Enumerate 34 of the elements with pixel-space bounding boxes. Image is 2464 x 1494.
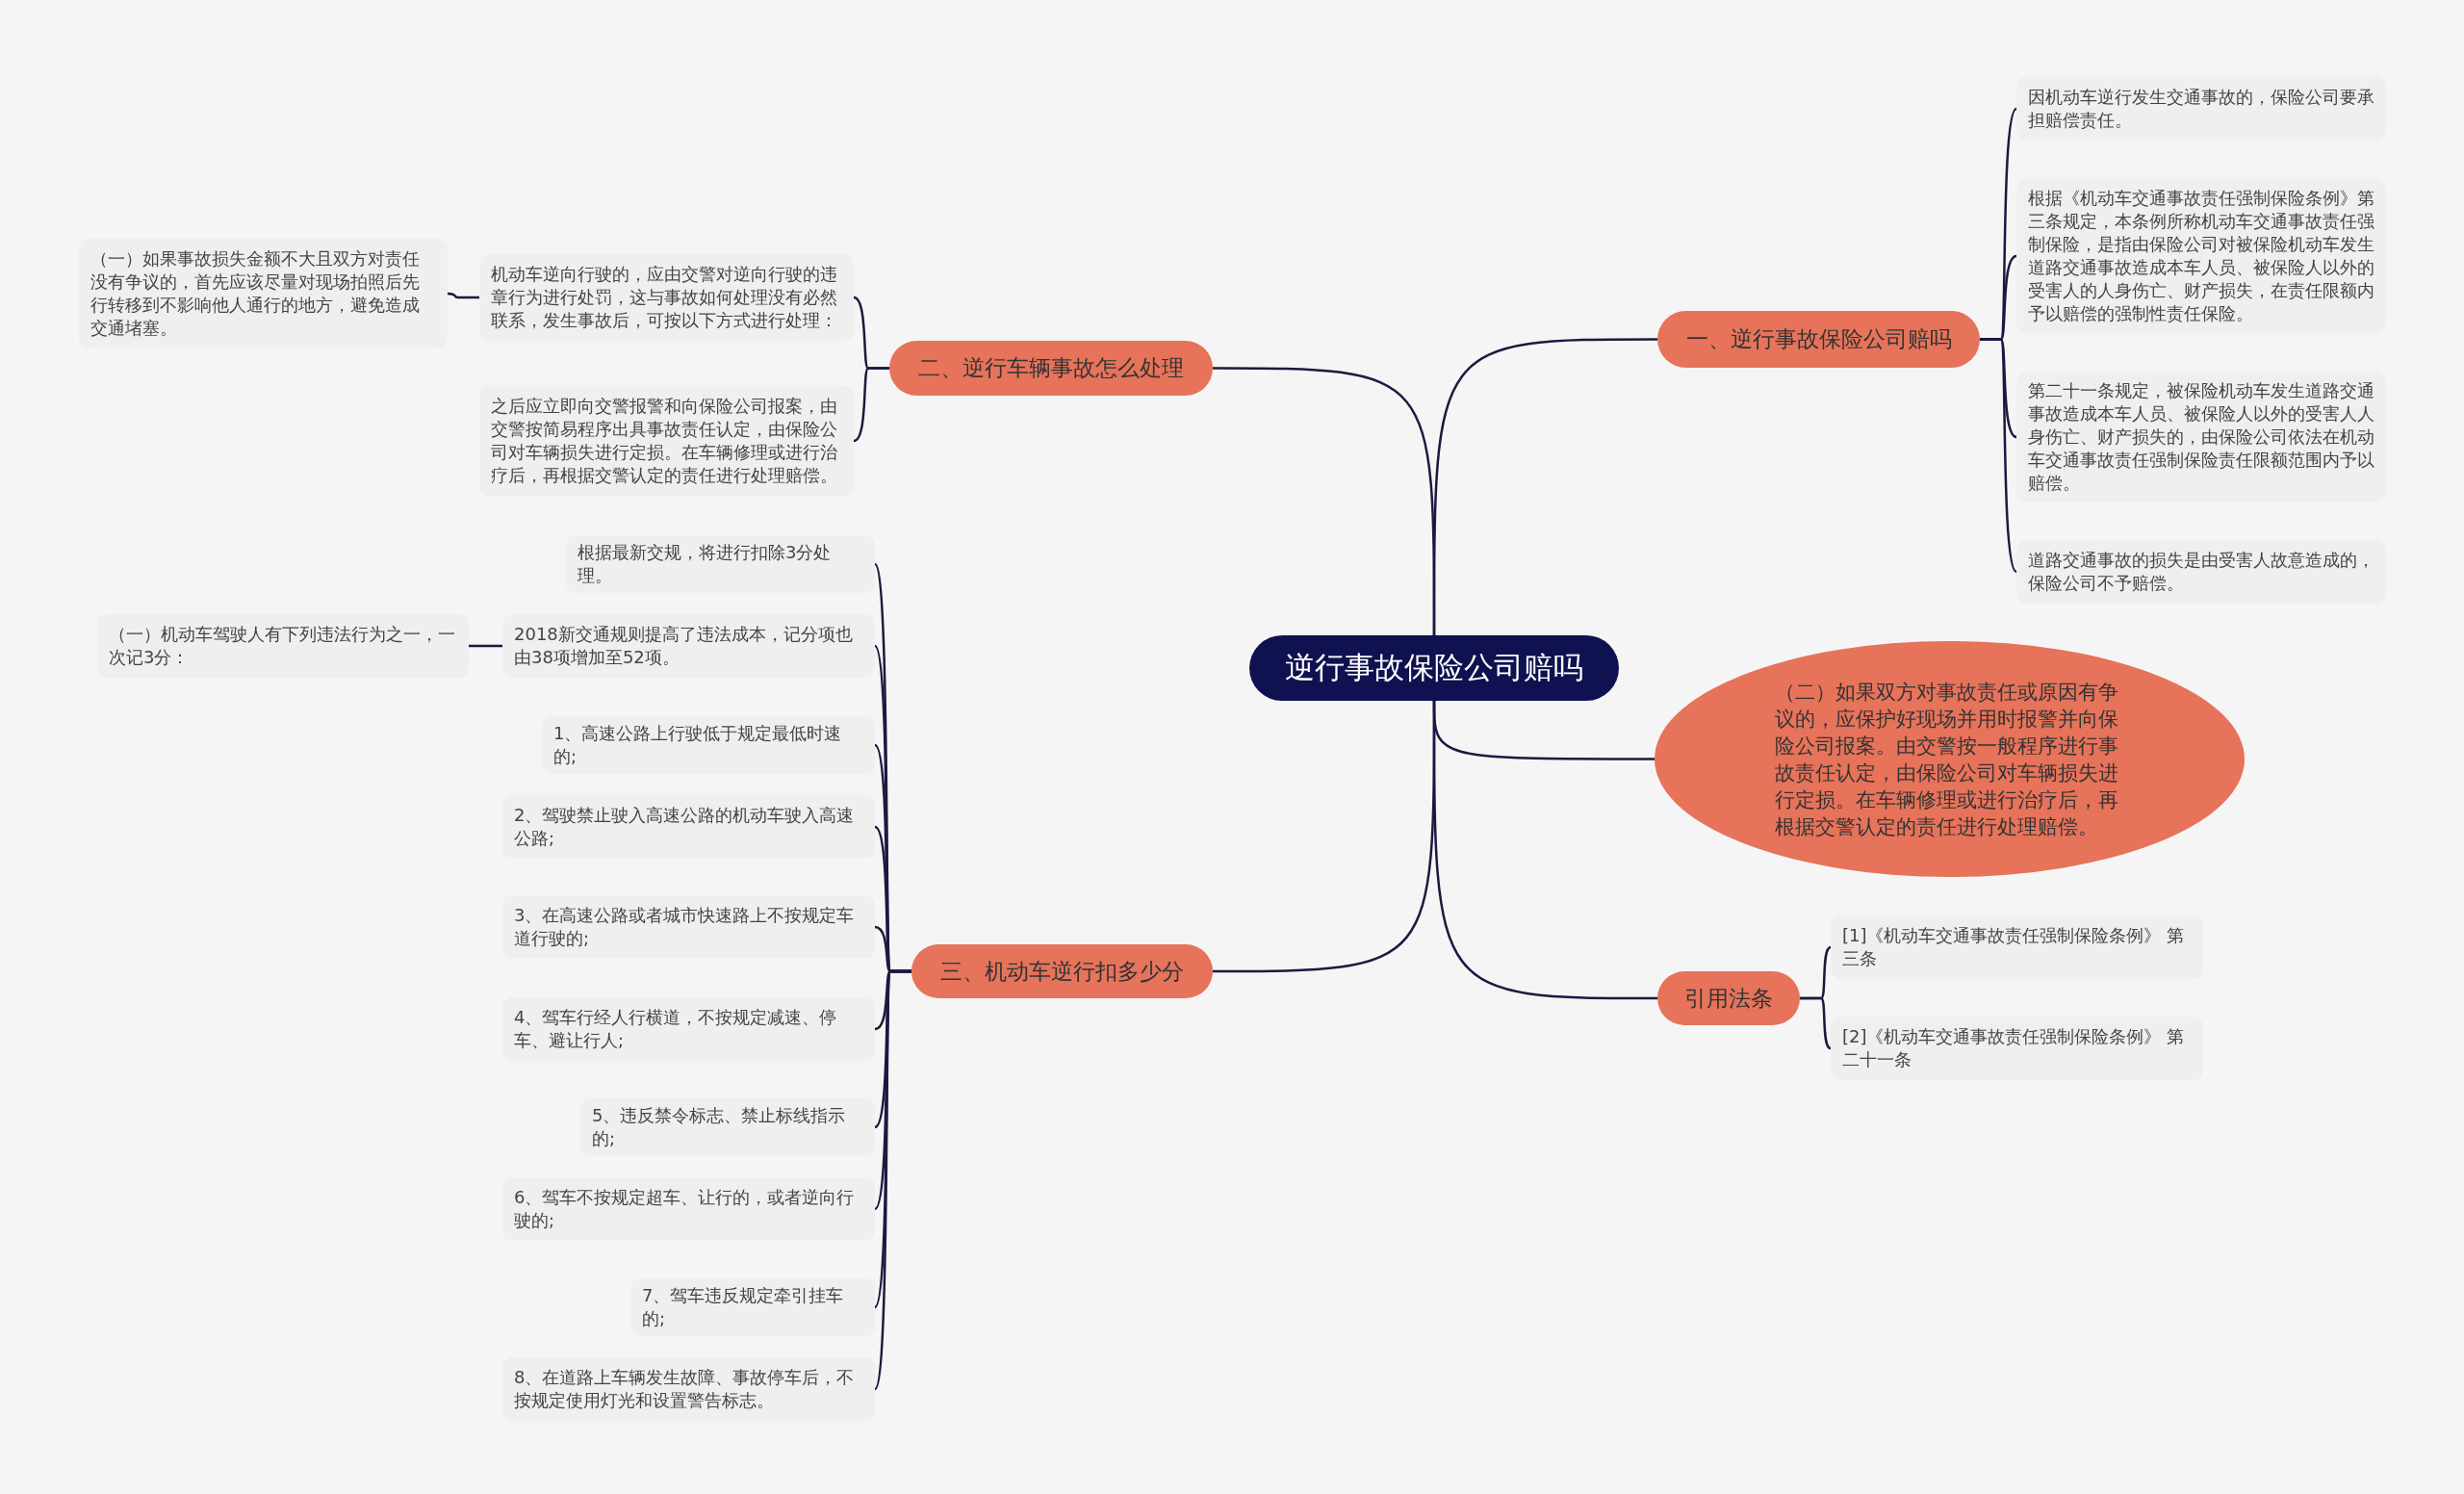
text-node: （一）如果事故损失金额不大且双方对责任没有争议的，首先应该尽量对现场拍照后先行转移到不影响他人通行的地方，避免造成交通堵塞。 [79, 239, 448, 348]
connector-line [1800, 996, 1832, 1050]
topic-node: 二、逆行车辆事故怎么处理 [889, 341, 1213, 396]
text-node: [2]《机动车交通事故责任强制保险条例》 第二十一条 [1831, 1017, 2203, 1080]
topic-oval: （二）如果双方对事故责任或原因有争议的，应保护好现场并用时报警并向保险公司报案。由交警按一般程序进行事故责任认定，由保险公司对车辆损失进行定损。在车辆修理或进行治疗后，再根据交警认定的责任进行处理赔偿。 [1655, 641, 2245, 877]
text-node: （一）机动车驾驶人有下列违法行为之一，一次记3分： [97, 614, 469, 678]
connector-line [469, 644, 502, 648]
topic-node: 引用法条 [1657, 971, 1800, 1025]
text-node: 5、违反禁令标志、禁止标线指示的; [580, 1098, 875, 1156]
text-node: 8、在道路上车辆发生故障、事故停车后，不按规定使用灯光和设置警告标志。 [502, 1357, 875, 1421]
text-node: 7、驾车违反规定牵引挂车的; [630, 1278, 875, 1336]
title-node: 逆行事故保险公司赔吗 [1249, 635, 1619, 701]
text-node: [1]《机动车交通事故责任强制保险条例》 第三条 [1831, 915, 2203, 979]
connector-line [1213, 367, 1436, 635]
text-node: 4、驾车行经人行横道，不按规定减速、停车、避让行人; [502, 997, 875, 1061]
topic-node: 三、机动车逆行扣多少分 [911, 944, 1213, 998]
connector-line [853, 367, 889, 443]
text-node: 机动车逆向行驶的，应由交警对逆向行驶的违章行为进行处罚，这与事故如何处理没有必然联系，发生事故后，可按以下方式进行处理： [479, 254, 854, 341]
text-node: 因机动车逆行发生交通事故的，保险公司要承担赔偿责任。 [2016, 77, 2386, 141]
text-node: 之后应立即向交警报警和向保险公司报案，由交警按简易程序出具事故责任认定，由保险公司对车辆损失进行定损。在车辆修理或进行治疗后，再根据交警认定的责任进行处理赔偿。 [479, 385, 854, 497]
topic-node: 一、逆行事故保险公司赔吗 [1657, 311, 1980, 368]
connector-line [447, 292, 479, 299]
text-node: 1、高速公路上行驶低于规定最低时速的; [542, 716, 875, 774]
connector-line [1980, 338, 2017, 573]
connector-line [1213, 701, 1436, 973]
text-node: 2、驾驶禁止驶入高速公路的机动车驶入高速公路; [502, 795, 875, 859]
text-node: 道路交通事故的损失是由受害人故意造成的，保险公司不予赔偿。 [2016, 540, 2386, 604]
text-node: 2018新交通规则提高了违法成本，记分项也由38项增加至52项。 [502, 614, 875, 678]
text-node: 根据最新交规，将进行扣除3分处理。 [566, 535, 875, 593]
text-node: 3、在高速公路或者城市快速路上不按规定车道行驶的; [502, 895, 875, 959]
text-node: 6、驾车不按规定超车、让行的，或者逆向行驶的; [502, 1177, 875, 1241]
text-node: 根据《机动车交通事故责任强制保险条例》第三条规定，本条例所称机动车交通事故责任强制保险，是指由保险公司对被保险机动车发生道路交通事故造成本车人员、被保险人以外的受害人的人身伤亡、财产损失，在责任限额内予以赔偿的强制性责任保险。 [2016, 179, 2386, 333]
text-node: 第二十一条规定，被保险机动车发生道路交通事故造成本车人员、被保险人以外的受害人人身伤亡、财产损失的，由保险公司依法在机动车交通事故责任强制保险责任限额范围内予以赔偿。 [2016, 373, 2386, 502]
connector-line [873, 969, 911, 1390]
